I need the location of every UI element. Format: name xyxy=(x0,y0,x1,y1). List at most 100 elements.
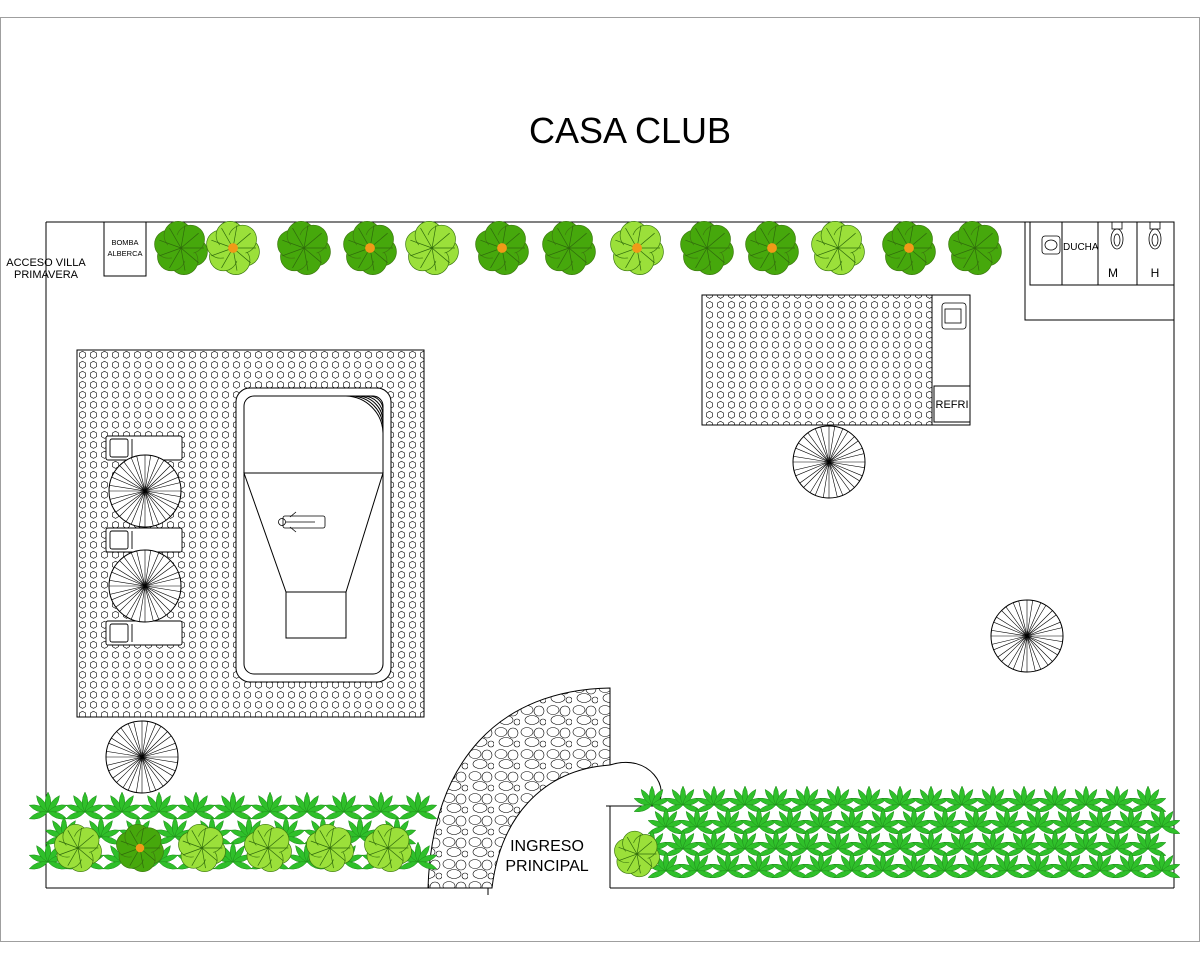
shrub-icon xyxy=(287,791,327,820)
shrub-icon xyxy=(65,791,105,820)
shrub-icon xyxy=(802,851,840,879)
shrub-icon xyxy=(1067,829,1105,857)
shrub-icon xyxy=(1019,851,1057,879)
tree-icon xyxy=(364,823,412,873)
site-boundary xyxy=(45,221,1175,895)
bar-counter xyxy=(931,294,971,426)
shrub-icon xyxy=(943,785,981,813)
tree-icon xyxy=(745,221,799,275)
shrub-icon xyxy=(1112,851,1150,879)
shrub-icon xyxy=(881,785,919,813)
shrub-icon xyxy=(1143,851,1181,879)
shrub-icon xyxy=(695,785,733,813)
ducha-label: DUCHA xyxy=(1063,242,1099,253)
shrub-icon xyxy=(1036,829,1074,857)
pool xyxy=(235,387,392,683)
shrub-icon xyxy=(664,829,702,857)
tree-icon xyxy=(610,221,664,275)
shrub-icon xyxy=(102,791,142,820)
tree-icon xyxy=(680,221,734,275)
shrub-icon xyxy=(974,785,1012,813)
sun-lounger-icon xyxy=(105,620,183,646)
shrub-icon xyxy=(726,829,764,857)
shrub-icon xyxy=(788,785,826,813)
toilet-icon xyxy=(1110,221,1124,250)
shrub-icon xyxy=(1036,785,1074,813)
tree-icon xyxy=(811,221,865,275)
shrub-icon xyxy=(213,791,253,820)
shrub-icon xyxy=(1098,785,1136,813)
shrub-icon xyxy=(1098,829,1136,857)
shrub-icon xyxy=(1019,807,1057,835)
shrub-icon xyxy=(1067,785,1105,813)
bano-hombres-label: H xyxy=(1151,266,1160,280)
entrance-path xyxy=(427,687,611,889)
shrub-icon xyxy=(771,807,809,835)
palm-tree-icon xyxy=(108,454,182,528)
shrub-icon xyxy=(988,807,1026,835)
tree-icon xyxy=(116,823,164,873)
sink-icon xyxy=(1041,235,1061,255)
tree-icon xyxy=(948,221,1002,275)
shrub-icon xyxy=(988,851,1026,879)
shrub-icon xyxy=(709,851,747,879)
shrub-icon xyxy=(771,851,809,879)
shrub-icon xyxy=(1112,807,1150,835)
shrub-icon xyxy=(1050,851,1088,879)
palm-tree-icon xyxy=(105,720,179,794)
shrub-icon xyxy=(678,807,716,835)
shrub-icon xyxy=(926,851,964,879)
shrub-icon xyxy=(757,785,795,813)
shrub-icon xyxy=(819,785,857,813)
shrub-icon xyxy=(833,851,871,879)
garden-beds xyxy=(28,785,1181,879)
shrub-icon xyxy=(912,785,950,813)
shrub-icon xyxy=(881,829,919,857)
shrub-icon xyxy=(740,851,778,879)
shrub-icon xyxy=(1143,807,1181,835)
shrub-icon xyxy=(250,791,290,820)
palm-group xyxy=(105,425,1064,794)
shrub-icon xyxy=(139,791,179,820)
shrub-icon xyxy=(926,807,964,835)
shrub-icon xyxy=(1129,829,1167,857)
shrub-icon xyxy=(819,829,857,857)
svg-text:ALBERCA: ALBERCA xyxy=(107,249,142,258)
sun-lounger-icon xyxy=(105,527,183,553)
shrub-icon xyxy=(864,807,902,835)
shrub-icon xyxy=(957,851,995,879)
shrub-icon xyxy=(324,791,364,820)
bar-terrace xyxy=(701,294,971,426)
shrub-icon xyxy=(974,829,1012,857)
tree-icon xyxy=(154,221,208,275)
shrub-icon xyxy=(1129,785,1167,813)
acceso-villa-label: ACCESO VILLA PRIMAVERA xyxy=(6,257,86,281)
refri-label: REFRI xyxy=(936,399,969,411)
bano-mujeres-label: M xyxy=(1108,266,1118,280)
shrub-icon xyxy=(1005,785,1043,813)
shrub-icon xyxy=(1081,807,1119,835)
shrub-icon xyxy=(726,785,764,813)
tree-icon xyxy=(405,221,459,275)
tree-icon xyxy=(178,823,226,873)
shrub-icon xyxy=(1050,807,1088,835)
tree-icon xyxy=(277,221,331,275)
shrub-icon xyxy=(757,829,795,857)
shrub-icon xyxy=(895,851,933,879)
shrub-icon xyxy=(28,791,68,820)
shrub-icon xyxy=(647,807,685,835)
swimmer-icon xyxy=(278,511,326,533)
shrub-icon xyxy=(664,785,702,813)
shrub-icon xyxy=(943,829,981,857)
svg-text:PRINCIPAL: PRINCIPAL xyxy=(505,858,588,875)
shrub-icon xyxy=(850,829,888,857)
tree-icon xyxy=(306,823,354,873)
shrub-icon xyxy=(957,807,995,835)
bar-sink-icon xyxy=(941,302,967,330)
tree-icon xyxy=(343,221,397,275)
shrub-icon xyxy=(695,829,733,857)
shrub-icon xyxy=(788,829,826,857)
svg-text:ACCESO VILLA: ACCESO VILLA xyxy=(6,257,86,269)
tree-icon xyxy=(244,823,292,873)
